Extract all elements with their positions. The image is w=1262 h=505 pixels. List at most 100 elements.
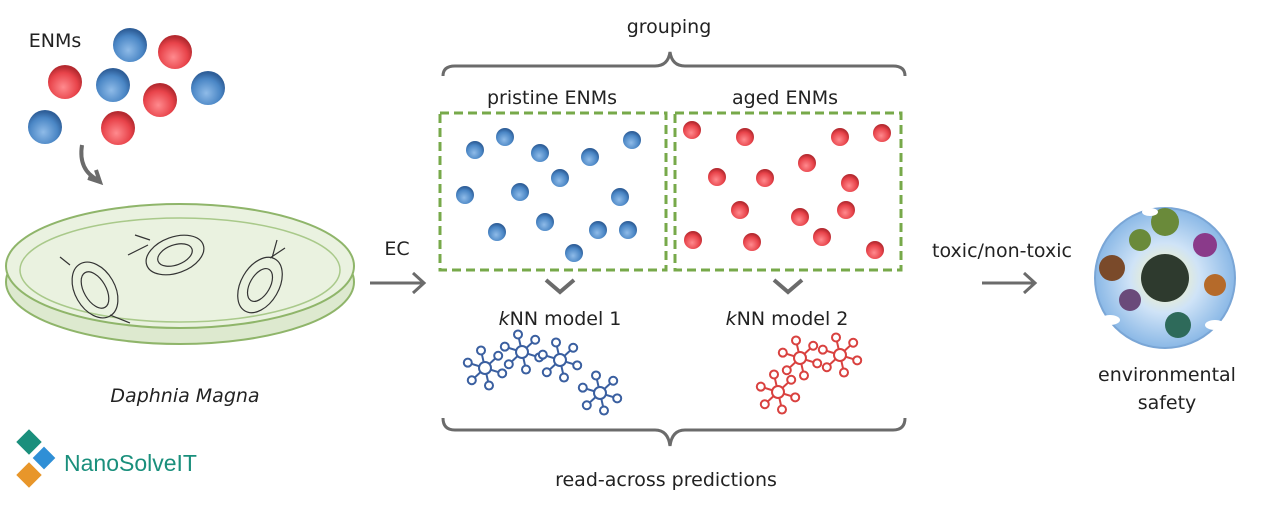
node: [513, 329, 524, 340]
pristine-particle: [536, 213, 554, 231]
aged-particle: [866, 241, 884, 259]
node: [793, 351, 807, 365]
aged-particle: [731, 201, 749, 219]
node: [838, 367, 849, 378]
node: [612, 393, 623, 404]
knn-networks: [462, 329, 863, 416]
grouped-particles: [456, 121, 891, 262]
node: [581, 400, 592, 411]
aged-particle: [736, 128, 754, 146]
grouping-label: grouping: [626, 16, 712, 38]
enms-label: ENMs: [28, 30, 82, 52]
pristine-particle: [581, 148, 599, 166]
aged-particle: [684, 231, 702, 249]
toxic-label: toxic/non-toxic: [932, 240, 1072, 262]
node: [462, 357, 473, 368]
node: [551, 337, 562, 348]
node: [786, 374, 797, 385]
aged-particle: [683, 121, 701, 139]
pristine-particle: [488, 223, 506, 241]
node: [817, 344, 828, 355]
node: [598, 405, 609, 416]
node: [833, 348, 847, 362]
node: [568, 342, 579, 353]
pristine-particle: [456, 186, 474, 204]
aged-particle: [813, 228, 831, 246]
node: [812, 358, 823, 369]
pristine-particle: [619, 221, 637, 239]
curved-arrow-icon: [79, 144, 99, 182]
aged-particle: [708, 168, 726, 186]
aged-particle: [158, 35, 192, 69]
aged-particle: [873, 124, 891, 142]
pristine-particle: [496, 128, 514, 146]
nanosolveit-logo: NanoSolveIT: [64, 450, 197, 476]
aged-particle: [841, 174, 859, 192]
knn-network-1: [462, 345, 508, 391]
organism-label: Daphnia Magna: [110, 385, 260, 407]
read-across-brace: [441, 417, 907, 447]
chevron-down-icon: [772, 278, 804, 295]
pristine-particle: [28, 110, 62, 144]
knn-rest: NN model 2: [736, 308, 849, 330]
aged-particle: [831, 128, 849, 146]
node: [769, 369, 780, 380]
ec-label: EC: [384, 238, 410, 260]
aged-particle: [791, 208, 809, 226]
nanosolveit-logo-icon: [16, 429, 56, 488]
aged-particle: [756, 169, 774, 187]
node: [821, 362, 832, 373]
node: [831, 332, 842, 343]
pristine-particle: [565, 244, 583, 262]
chevron-down-icon: [544, 278, 576, 295]
knn-network-1: [499, 329, 545, 375]
node: [593, 386, 607, 400]
pristine-enms-box: [438, 111, 668, 272]
arrow-right-icon: [370, 271, 427, 295]
aged-particle: [143, 83, 177, 117]
node: [553, 353, 567, 367]
read-across-label: read-across predictions: [555, 469, 777, 491]
node: [530, 334, 541, 345]
node: [776, 404, 787, 415]
pristine-enms-label: pristine ENMs: [486, 87, 618, 109]
arrow-right-icon: [982, 271, 1038, 295]
node: [541, 367, 552, 378]
node: [466, 375, 477, 386]
knn-k: k: [725, 308, 737, 330]
node: [577, 382, 588, 393]
aged-particle: [837, 201, 855, 219]
aged-particle: [743, 233, 761, 251]
petri-dish: [5, 203, 355, 345]
environmental-label: environmental: [1098, 364, 1236, 386]
aged-particle: [48, 65, 82, 99]
node: [808, 340, 819, 351]
node: [497, 368, 508, 379]
node: [476, 345, 487, 356]
knn-network-1: [577, 370, 623, 416]
node: [790, 392, 801, 403]
pristine-particle: [511, 183, 529, 201]
knn-model-1-label: kNN model 1: [499, 308, 622, 330]
pristine-particle: [551, 169, 569, 187]
knn-network-2: [755, 369, 801, 415]
aged-particle: [798, 154, 816, 172]
node: [791, 335, 802, 346]
knn-network-2: [817, 332, 863, 378]
aged-enms-label: aged ENMs: [731, 87, 839, 109]
node: [759, 399, 770, 410]
knn-model-2-label: kNN model 2: [726, 308, 849, 330]
node: [798, 370, 809, 381]
node: [608, 375, 619, 386]
pristine-particle: [531, 144, 549, 162]
node: [755, 381, 766, 392]
pristine-particle: [466, 141, 484, 159]
globe-icon: [1094, 207, 1236, 349]
node: [572, 360, 583, 371]
knn-network-2: [777, 335, 823, 381]
node: [771, 385, 785, 399]
pristine-particle: [191, 71, 225, 105]
pristine-particle: [611, 188, 629, 206]
node: [777, 347, 788, 358]
node: [520, 364, 531, 375]
